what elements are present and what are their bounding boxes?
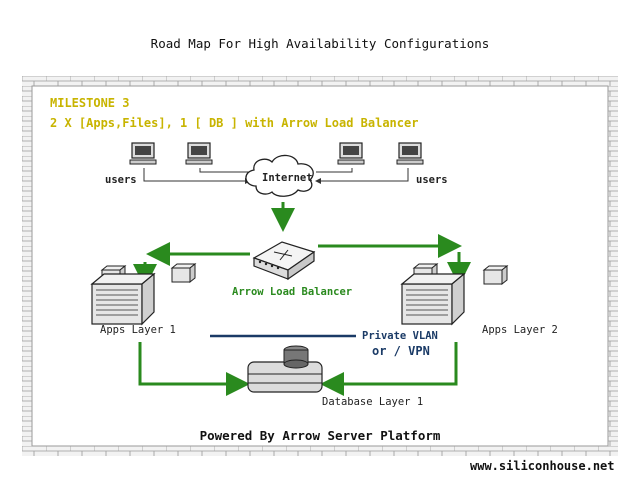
computer-icon [337, 142, 365, 165]
load-balancer-label: Arrow Load Balancer [232, 286, 353, 298]
internet-cloud-icon [245, 154, 314, 197]
apps-layer-1-label: Apps Layer 1 [100, 324, 176, 336]
vpn-label: or / VPN [372, 344, 430, 358]
apps-server-2-icon [401, 273, 465, 325]
database-icon [247, 345, 323, 393]
computer-icon [129, 142, 157, 165]
website-link[interactable]: www.siliconhouse.net [470, 459, 615, 473]
page-title: Road Map For High Availability Configura… [150, 36, 490, 51]
computer-icon [185, 142, 213, 165]
small-server-icon [483, 265, 508, 285]
database-label: Database Layer 1 [322, 396, 424, 408]
private-vlan-label: Private VLAN [362, 330, 438, 342]
internet-label: Internet [262, 172, 313, 184]
load-balancer-icon [252, 241, 316, 281]
users-left-label: users [105, 174, 137, 186]
small-server-icon [171, 263, 196, 283]
apps-server-1-icon [91, 273, 155, 325]
computer-icon [396, 142, 424, 165]
footer-text: Powered By Arrow Server Platform [199, 428, 441, 443]
milestone-description: 2 X [Apps,Files], 1 [ DB ] with Arrow Lo… [50, 116, 419, 130]
milestone-label: MILESTONE 3 [50, 96, 130, 110]
users-right-label: users [416, 174, 448, 186]
apps-layer-2-label: Apps Layer 2 [482, 324, 558, 336]
